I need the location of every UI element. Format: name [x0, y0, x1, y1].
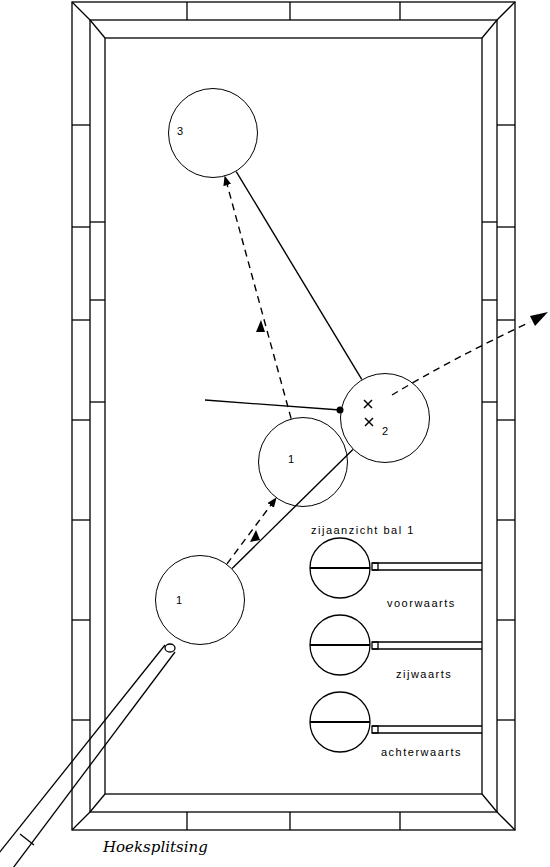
- view-heading: zijaanzicht bal 1: [310, 524, 416, 536]
- ball-circle: 1: [155, 555, 245, 645]
- ball-number: 1: [288, 453, 294, 465]
- stroke-label: zijwaarts: [395, 668, 453, 680]
- ball-path-arrow: [227, 498, 276, 564]
- ball-path-arrow: [225, 176, 291, 418]
- ball-number: 1: [176, 594, 182, 606]
- ball-number: 2: [382, 425, 388, 437]
- ball-path-line: [236, 172, 361, 380]
- ball-number: 3: [177, 125, 183, 137]
- ball-path-line: [232, 450, 353, 569]
- ball-circle: 2: [340, 373, 430, 463]
- stroke-label: voorwaarts: [386, 597, 457, 609]
- ball-circle: 1: [258, 417, 348, 507]
- caption: Hoeksplitsing: [103, 838, 208, 856]
- stroke-label: achterwaarts: [380, 746, 463, 758]
- ball-circle: 3: [168, 88, 258, 178]
